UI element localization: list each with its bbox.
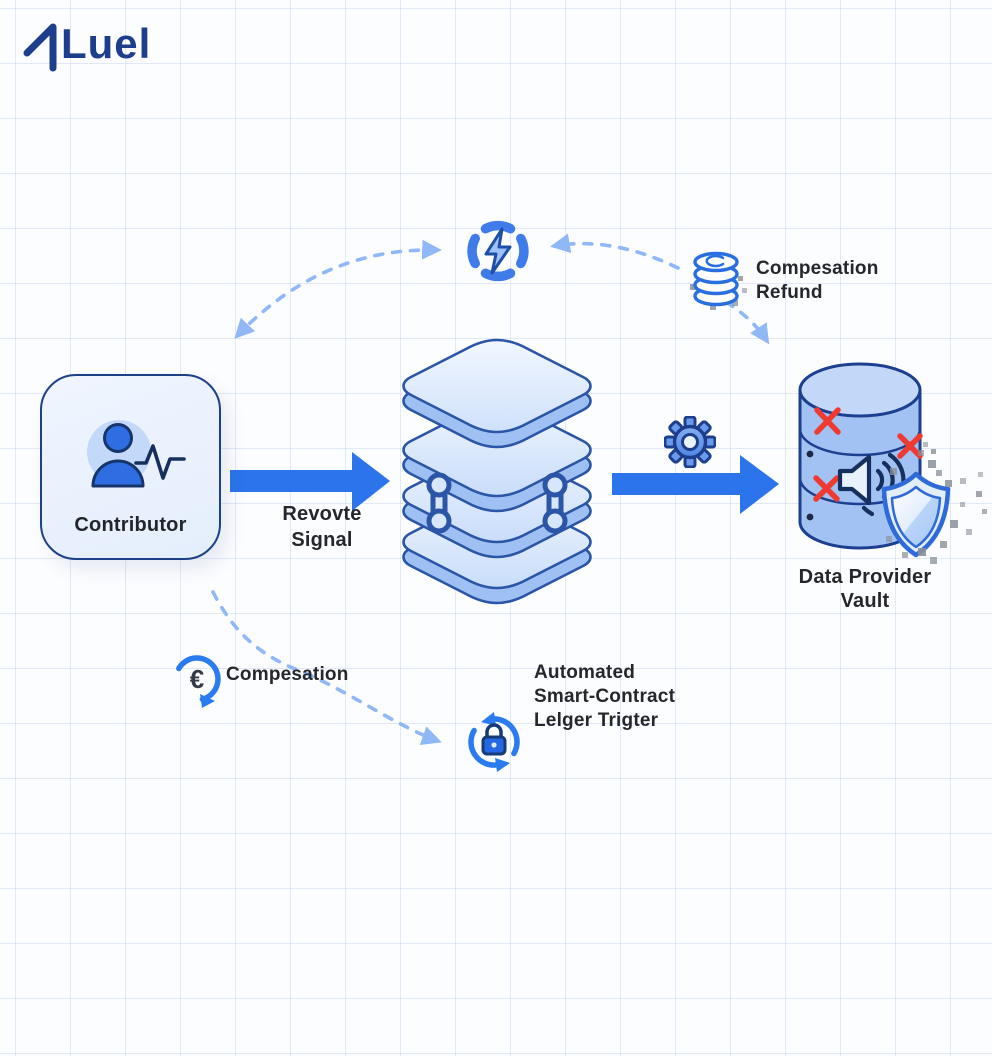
arrow-revoke-signal	[230, 452, 390, 511]
dashed-arc-coins-vault	[724, 300, 770, 345]
lightning-bolt-icon	[484, 227, 512, 275]
compensation-label: Compesation	[226, 664, 349, 685]
gear-icon	[664, 416, 716, 468]
revoke-signal-label: Revovte Signal	[282, 503, 362, 551]
dashed-arc-coins-lightning	[550, 233, 680, 270]
arrow-to-vault	[612, 455, 779, 514]
ledger-layer	[402, 338, 592, 449]
dashed-arc-contributor-lock	[211, 590, 442, 745]
euro-glyph: €	[190, 664, 204, 694]
dashed-arc-contributor-lightning	[234, 239, 442, 339]
pixel-dust	[890, 442, 942, 476]
trigger-label: Automated Smart-Contract Lelger Trigter	[534, 662, 676, 731]
euro-cycle-icon: €	[176, 655, 221, 708]
lock-icon	[481, 723, 507, 756]
ledger-stack-icon	[402, 338, 592, 605]
vault-label: Data Provider Vault	[798, 566, 932, 612]
person-pulse-icon	[87, 420, 186, 488]
contributor-label: Contributor	[74, 514, 187, 536]
contributor-card: Contributor	[40, 374, 221, 560]
lock-cycle-icon	[468, 712, 520, 772]
brand-logo: Luel	[22, 16, 151, 72]
chain-link-icon	[426, 472, 568, 534]
speaker-icon	[837, 452, 906, 517]
refund-label: Compesation Refund	[756, 258, 879, 303]
database-icon	[798, 362, 987, 564]
up-arrow-one-icon	[23, 23, 57, 72]
coin-stack-icon	[690, 251, 747, 310]
lightning-cycle-icon	[467, 220, 529, 282]
shield-icon	[881, 471, 951, 558]
brand-wordmark: Luel	[61, 20, 152, 67]
red-x-icon	[813, 407, 923, 502]
pixel-dust	[886, 472, 987, 564]
